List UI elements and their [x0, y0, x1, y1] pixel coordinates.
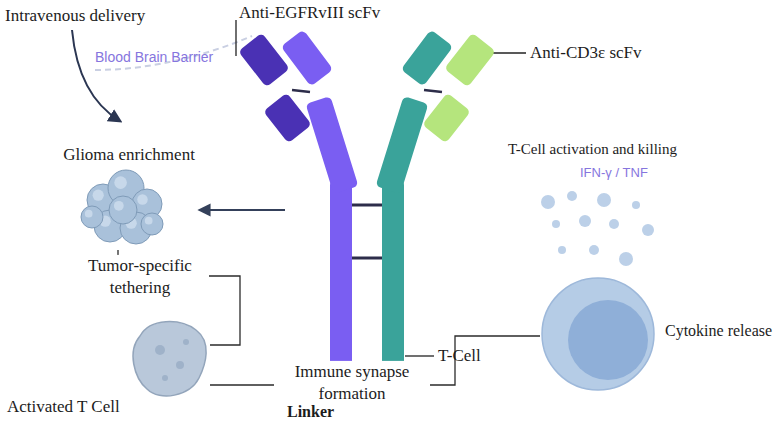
- heavy-chain-domain: [306, 96, 359, 194]
- heavy-chain-domain: [401, 30, 453, 87]
- t-cell-node: Activated T Cell: [5, 318, 210, 418]
- callout-label: Anti-EGFRvIII scFv: [239, 3, 380, 23]
- delivery-arrow: [72, 30, 120, 121]
- cell-highlight: [114, 176, 127, 189]
- cell-spot: [162, 375, 168, 381]
- callout-label: IFN-γ / TNF: [580, 166, 648, 181]
- callout-label: Anti-CD3ε scFv: [530, 43, 642, 63]
- callout-label: Blood Brain Barrier: [95, 49, 213, 65]
- cytokine-dot: [558, 246, 566, 254]
- node-label: Glioma enrichment: [58, 145, 200, 165]
- cell-spot: [155, 345, 165, 355]
- light-chain-domain: [263, 93, 312, 143]
- cell-membrane: [542, 278, 654, 390]
- heavy-chain-domain: [376, 96, 429, 194]
- connector-label: Immune synapse formation: [274, 361, 430, 405]
- cytokine-dot: [609, 219, 619, 229]
- node-label: Linker: [287, 403, 347, 421]
- node-label: Cytokine release: [665, 322, 781, 340]
- cytokine-dot: [642, 224, 654, 236]
- cell-nucleus: [568, 300, 648, 380]
- chain-bond: [424, 90, 442, 92]
- cytokine-dot: [552, 220, 560, 228]
- leader-line: [405, 355, 434, 356]
- heavy-chain-stem: [382, 180, 404, 386]
- shape-group: [238, 30, 496, 386]
- cytokine-dot: [579, 215, 591, 227]
- hinge-bond: [352, 257, 382, 260]
- shape-group: [542, 278, 654, 390]
- hinge-bond: [352, 204, 382, 207]
- tumor-cell: [109, 196, 137, 224]
- heavy-chain-stem: [330, 180, 352, 386]
- barrier-line: [95, 36, 252, 70]
- node-label: Activated T Cell: [7, 397, 157, 417]
- tumor-cell: [81, 206, 103, 228]
- cell-highlight: [114, 201, 124, 211]
- cell-highlight: [85, 210, 93, 218]
- chain-bond: [292, 90, 310, 92]
- light-chain-domain: [422, 93, 471, 143]
- callout-label: Intravenous delivery: [5, 6, 145, 26]
- cytokine-dot: [619, 252, 633, 266]
- t-cell-body: [133, 322, 206, 396]
- callout-label: T-Cell activation and killing: [508, 141, 677, 158]
- heavy-chain-domain: [281, 30, 333, 87]
- light-chain-domain: [444, 33, 496, 87]
- leader-line: [235, 20, 236, 56]
- cell-highlight: [93, 190, 104, 201]
- connector: [200, 209, 285, 211]
- cytokine-dot: [541, 195, 555, 209]
- cell-highlight: [137, 194, 148, 205]
- callout-label: T-Cell: [438, 346, 481, 366]
- shape-group: [81, 170, 163, 244]
- shape-group: [133, 322, 206, 396]
- cytokine-dot: [632, 201, 640, 209]
- tumor-cell: [141, 213, 163, 235]
- cell-highlight: [145, 217, 153, 225]
- cytokine-dot: [597, 193, 611, 207]
- light-chain-domain: [238, 33, 290, 87]
- connector-label: Tumor-specific tethering: [71, 255, 209, 299]
- cytokine-dot: [589, 245, 599, 255]
- tumor-node: Glioma enrichment: [58, 145, 200, 250]
- cell-spot: [176, 361, 184, 369]
- cell-spot: [183, 339, 189, 345]
- cytokine-cell-node: Cytokine release: [540, 276, 782, 394]
- cytokine-dot: [567, 191, 577, 201]
- cytokine-dots: [541, 191, 654, 266]
